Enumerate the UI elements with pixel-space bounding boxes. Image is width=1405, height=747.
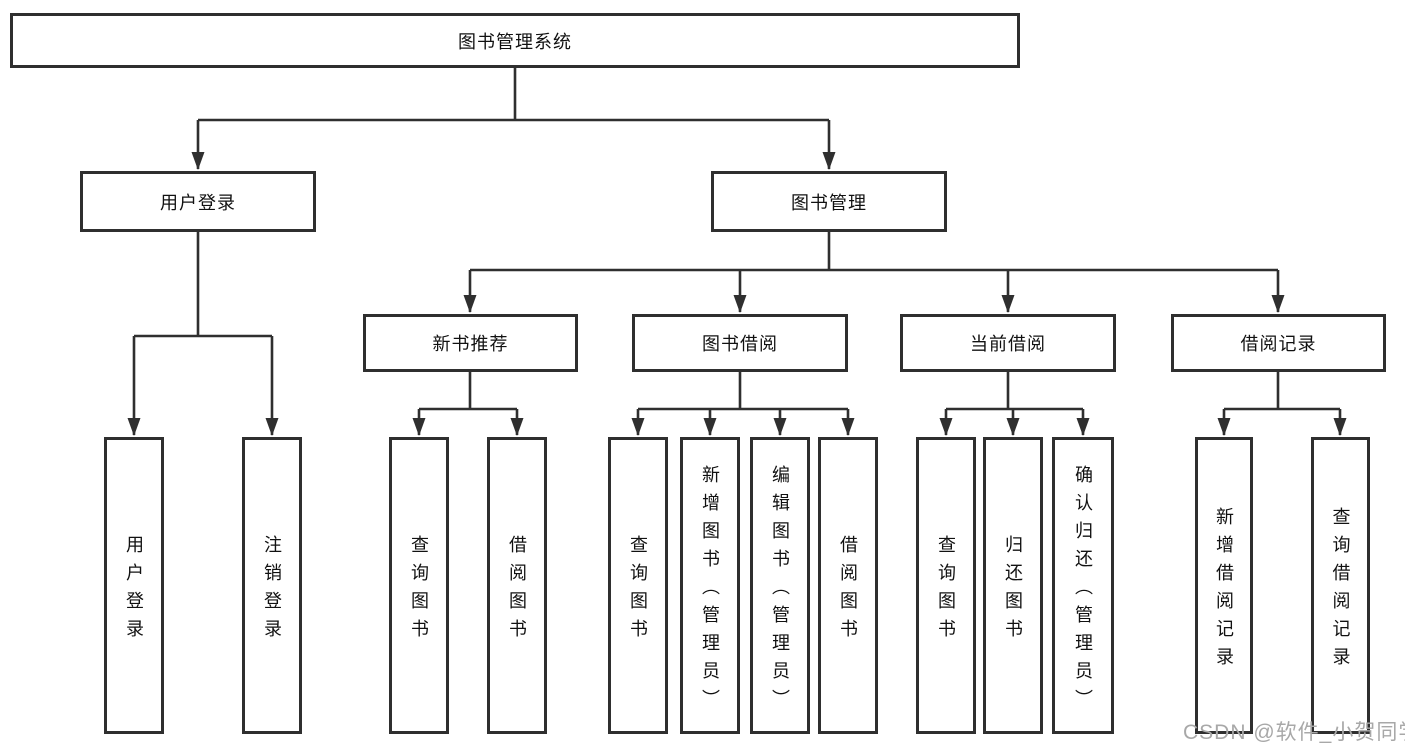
node-label: 确认归还（管理员） [1073, 464, 1093, 717]
node-label: 借阅图书 [507, 534, 527, 647]
node-label: 注销登录 [262, 534, 282, 647]
node-add-book-admin: 新增图书（管理员） [680, 437, 740, 734]
watermark: CSDN @软件_小贺同学 [1183, 721, 1405, 744]
node-new-book-recommend: 新书推荐 [363, 314, 578, 372]
node-user-login-leaf: 用户登录 [104, 437, 164, 734]
node-label: 查询借阅记录 [1330, 506, 1351, 675]
node-label: 图书管理系统 [458, 31, 572, 52]
node-book-management: 图书管理 [711, 171, 947, 232]
node-label: 当前借阅 [970, 334, 1046, 354]
node-borrowing-records: 借阅记录 [1171, 314, 1386, 372]
node-label: 查询图书 [936, 534, 956, 647]
node-borrow-books-leaf: 借阅图书 [818, 437, 878, 734]
node-confirm-return-admin: 确认归还（管理员） [1052, 437, 1114, 734]
node-label: 归还图书 [1003, 534, 1023, 647]
node-label: 编辑图书（管理员） [770, 464, 790, 717]
node-label: 查询图书 [409, 534, 429, 647]
node-borrow-books-recommend: 借阅图书 [487, 437, 547, 734]
node-query-books-borrow: 查询图书 [608, 437, 668, 734]
node-query-books-recommend: 查询图书 [389, 437, 449, 734]
node-label: 新增图书（管理员） [700, 464, 720, 717]
node-label: 借阅图书 [838, 534, 858, 647]
node-label: 图书借阅 [702, 334, 778, 354]
node-add-borrow-record: 新增借阅记录 [1195, 437, 1253, 734]
node-return-books: 归还图书 [983, 437, 1043, 734]
node-user-login-module: 用户登录 [80, 171, 316, 232]
node-label: 新书推荐 [432, 334, 509, 354]
node-root: 图书管理系统 [10, 13, 1020, 68]
node-label: 借阅记录 [1240, 334, 1317, 354]
node-current-borrowing: 当前借阅 [900, 314, 1116, 372]
node-label: 用户登录 [124, 534, 144, 647]
node-edit-book-admin: 编辑图书（管理员） [750, 437, 810, 734]
node-label: 查询图书 [628, 534, 648, 647]
node-query-books-current: 查询图书 [916, 437, 976, 734]
node-label: 用户登录 [160, 192, 236, 213]
node-book-borrowing: 图书借阅 [632, 314, 848, 372]
node-label: 新增借阅记录 [1214, 506, 1234, 675]
node-logout: 注销登录 [242, 437, 302, 734]
node-label: 图书管理 [791, 192, 867, 213]
node-query-borrow-record: 查询借阅记录 [1311, 437, 1370, 734]
